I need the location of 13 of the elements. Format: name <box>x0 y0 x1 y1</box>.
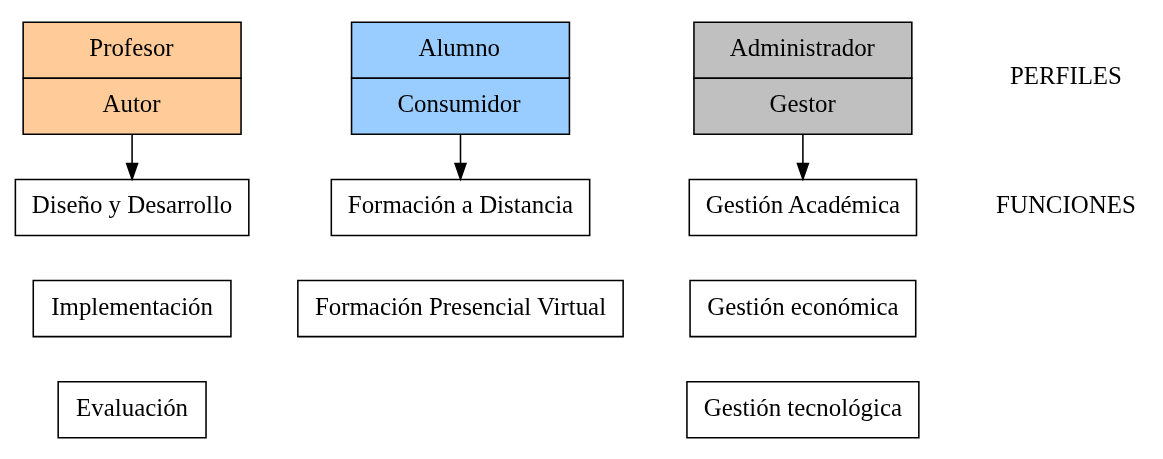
node-box: Gestión Académica <box>688 178 918 236</box>
node-box: Implementación <box>32 279 232 337</box>
node-box: Gestión tecnológica <box>686 380 920 439</box>
arrow <box>125 133 139 181</box>
node-box: Diseño y Desarrollo <box>14 178 250 236</box>
node-box: Formación a Distancia <box>330 178 591 236</box>
label: FUNCIONES <box>996 190 1136 218</box>
node-box: Formación Presencial Virtual <box>297 279 624 337</box>
node-box: Evaluación <box>57 380 207 439</box>
label: PERFILES <box>1009 61 1122 89</box>
arrow <box>796 133 810 181</box>
arrow <box>453 133 468 181</box>
node-box: Gestión económica <box>689 279 917 337</box>
